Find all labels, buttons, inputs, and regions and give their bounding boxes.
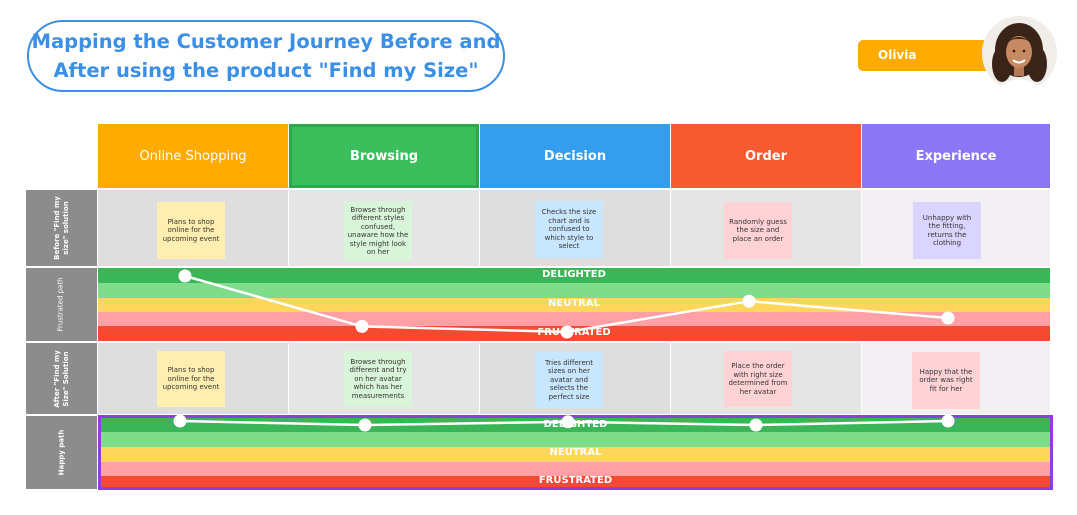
title-line-2: After using the product "Find my Size" <box>53 59 479 82</box>
happy-path-chart: DELIGHTED NEUTRAL FRUSTRATED <box>98 414 1053 490</box>
row-label-happy: Happy path <box>26 416 97 489</box>
frustrated-path-chart: DELIGHTED NEUTRAL FRUSTRATED <box>98 268 1050 341</box>
frustrated-path-point-3 <box>560 325 574 339</box>
band-unhappy <box>101 462 1050 476</box>
before-cell-4: Randomly guess the size and place an ord… <box>671 190 861 266</box>
label-delighted: DELIGHTED <box>543 419 608 430</box>
sticky-note: Plans to shop online for the upcoming ev… <box>157 351 225 407</box>
label-neutral: NEUTRAL <box>548 298 600 309</box>
sticky-note: Place the order with right size determin… <box>724 351 792 407</box>
sticky-note: Randomly guess the size and place an ord… <box>724 202 792 259</box>
sticky-note: Happy that the order was right fit for h… <box>912 352 980 409</box>
row-label-frustrated: Frustrated path <box>26 268 97 341</box>
row-label-before: Before "Find my size" solution <box>26 190 97 266</box>
title-frame: Mapping the Customer Journey Before and … <box>27 20 505 92</box>
before-cell-3: Checks the size chart and is confused to… <box>480 190 670 266</box>
row-label-after: After "Find my Size" Solution <box>26 343 97 414</box>
happy-path-point-4 <box>749 418 763 432</box>
woman-portrait-icon <box>982 16 1057 91</box>
stage-experience: Experience <box>862 124 1050 188</box>
sticky-note: Tries different sizes on her avatar and … <box>535 352 603 408</box>
stage-label: Browsing <box>349 148 418 164</box>
frustrated-path-line <box>184 274 949 334</box>
before-cell-1: Plans to shop online for the upcoming ev… <box>98 190 288 266</box>
band-frustrated <box>98 326 1050 341</box>
stage-order: Order <box>671 124 861 188</box>
sticky-note: Checks the size chart and is confused to… <box>535 201 603 258</box>
frustrated-path-line <box>178 269 955 339</box>
band-neutral <box>101 447 1050 462</box>
happy-path-point-3 <box>561 415 575 429</box>
persona-name-tag: Olivia <box>858 40 993 71</box>
happy-path-point-5 <box>941 414 955 428</box>
label-frustrated: FRUSTRATED <box>537 327 611 338</box>
sticky-note: Browse through different styles confused… <box>344 201 412 261</box>
label-frustrated: FRUSTRATED <box>538 475 613 486</box>
before-cell-2: Browse through different styles confused… <box>289 190 479 266</box>
stage-label: Experience <box>915 148 997 164</box>
happy-path-point-2 <box>358 418 372 432</box>
stage-label: Online Shopping <box>139 148 247 164</box>
page-title: Mapping the Customer Journey Before and … <box>32 27 501 85</box>
sticky-note: Plans to shop online for the upcoming ev… <box>157 202 225 259</box>
band-happy <box>98 283 1050 298</box>
title-line-1: Mapping the Customer Journey Before and <box>31 30 501 53</box>
band-happy <box>101 432 1050 447</box>
happy-path-line <box>173 414 955 432</box>
stage-decision: Decision <box>480 124 670 188</box>
after-cell-4: Place the order with right size determin… <box>671 343 861 414</box>
stage-label: Order <box>745 148 787 164</box>
after-cell-2: Browse through different and try on her … <box>289 343 479 414</box>
after-cell-1: Plans to shop online for the upcoming ev… <box>98 343 288 414</box>
stage-label: Decision <box>543 148 607 164</box>
band-delighted <box>101 418 1050 432</box>
sticky-note: Unhappy with the fitting, returns the cl… <box>913 202 981 259</box>
label-delighted: DELIGHTED <box>542 269 606 280</box>
band-delighted <box>98 268 1050 283</box>
frustrated-path-point-4 <box>742 294 756 308</box>
happy-path-point-1 <box>173 414 187 428</box>
sticky-note: Browse through different and try on her … <box>344 351 412 407</box>
stage-browsing: Browsing <box>289 124 479 188</box>
frustrated-path-point-2 <box>355 319 369 333</box>
after-cell-3: Tries different sizes on her avatar and … <box>480 343 670 414</box>
frustrated-path-point-5 <box>941 311 955 325</box>
band-frustrated <box>101 476 1050 487</box>
frustrated-path-point-1 <box>178 269 192 283</box>
stage-online-shopping: Online Shopping <box>98 124 288 188</box>
band-neutral <box>98 298 1050 312</box>
before-cell-5: Unhappy with the fitting, returns the cl… <box>862 190 1050 266</box>
band-unhappy <box>98 312 1050 326</box>
after-cell-5: Happy that the order was right fit for h… <box>862 343 1050 414</box>
label-neutral: NEUTRAL <box>549 447 602 458</box>
